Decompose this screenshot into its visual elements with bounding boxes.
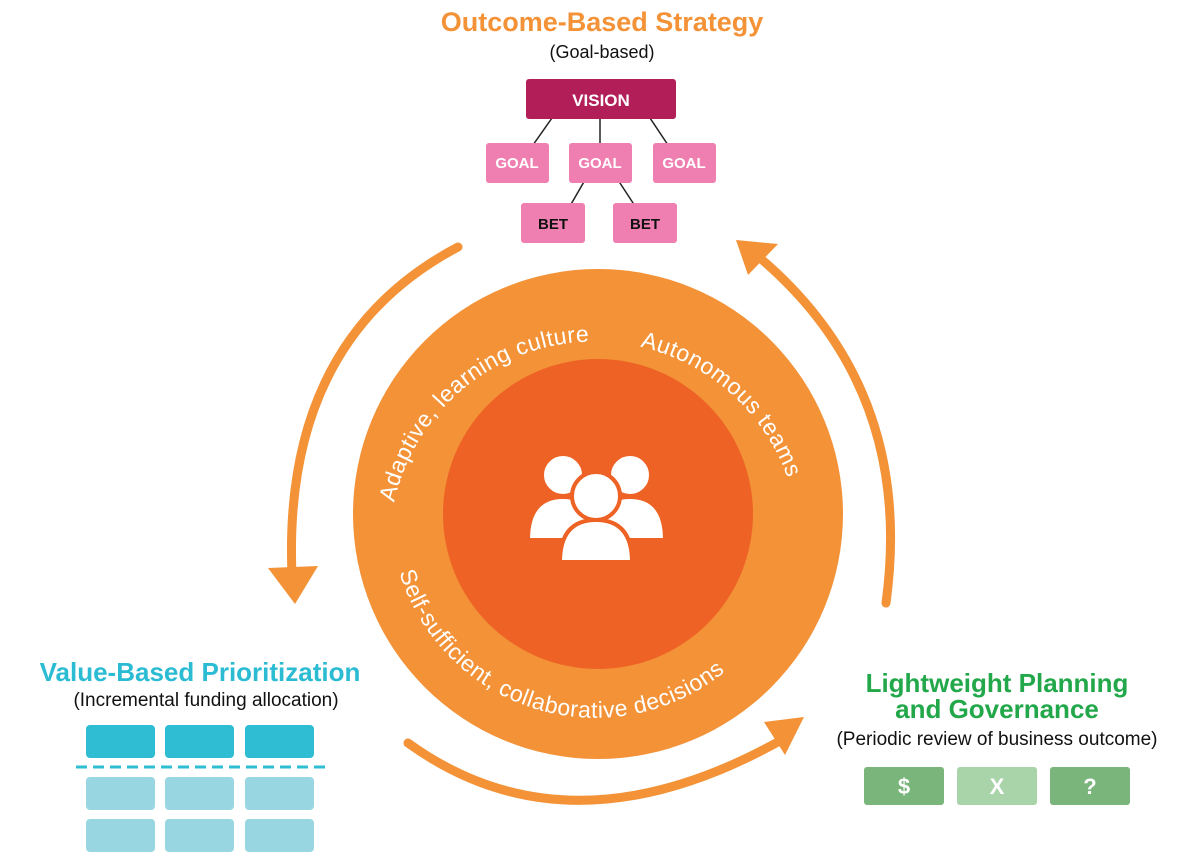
review-box-label: X [990, 774, 1005, 799]
unfunded-block [165, 819, 234, 852]
people-group-icon [525, 452, 668, 564]
goal-box: GOAL [569, 143, 632, 183]
planning-title-line1: Lightweight Planning [866, 668, 1129, 698]
vision-label: VISION [572, 91, 630, 110]
outcome-title: Outcome-Based Strategy [441, 7, 764, 37]
review-box-question: ? [1050, 767, 1130, 805]
goal-box: GOAL [653, 143, 716, 183]
arrow-left [286, 242, 463, 580]
arrowhead-bottom [764, 717, 804, 755]
arrowhead-right [736, 240, 778, 275]
unfunded-block [165, 777, 234, 810]
arrow-bottom [403, 733, 790, 805]
cycle-arrows [286, 242, 896, 805]
unfunded-block [245, 777, 314, 810]
arrow-right [755, 253, 896, 608]
review-box-x: X [957, 767, 1037, 805]
bet-box: BET [521, 203, 585, 243]
arrowheads [268, 240, 804, 755]
unfunded-block [86, 777, 155, 810]
funded-block [86, 725, 155, 758]
vision-box: VISION [526, 79, 676, 119]
planning-subtitle: (Periodic review of business outcome) [836, 729, 1157, 750]
bet-label: BET [538, 216, 568, 233]
unfunded-block [86, 819, 155, 852]
value-subtitle: (Incremental funding allocation) [73, 690, 338, 711]
bet-box: BET [613, 203, 677, 243]
bet-label: BET [630, 216, 660, 233]
funded-block [245, 725, 314, 758]
unfunded-block [245, 819, 314, 852]
funded-block [165, 725, 234, 758]
review-box-label: ? [1083, 774, 1096, 799]
unfunded-blocks [86, 777, 314, 852]
goal-box: GOAL [486, 143, 549, 183]
arrowhead-left [268, 566, 318, 604]
review-box-dollar: $ [864, 767, 944, 805]
review-box-label: $ [898, 774, 910, 799]
value-title: Value-Based Prioritization [40, 657, 361, 687]
funded-blocks [86, 725, 314, 758]
outcome-subtitle: (Goal-based) [549, 42, 654, 62]
goal-tree-connectors [532, 117, 669, 207]
planning-title-line2: and Governance [895, 694, 1099, 724]
goal-label: GOAL [495, 155, 538, 172]
goal-label: GOAL [662, 155, 705, 172]
goal-label: GOAL [578, 155, 621, 172]
